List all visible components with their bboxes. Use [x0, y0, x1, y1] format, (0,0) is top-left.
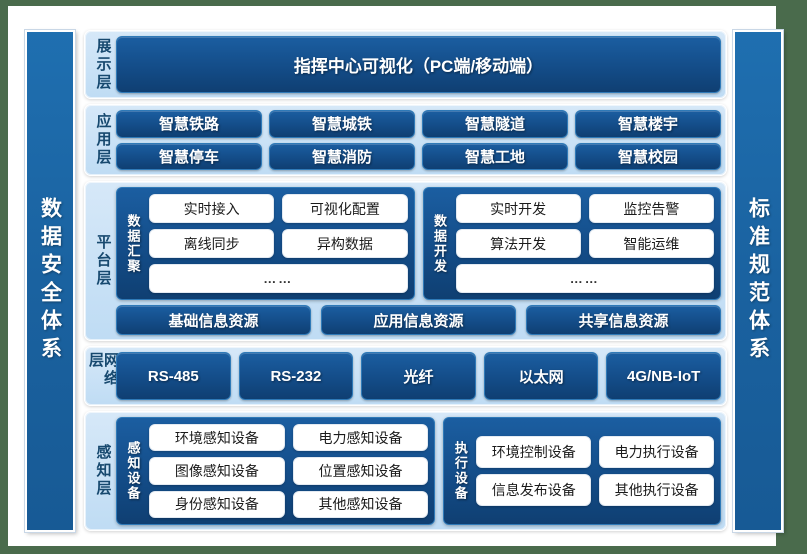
- layer-platform: 平台层 数据汇聚 实时接入 可视化配置: [84, 181, 727, 341]
- network-item-fiber[interactable]: 光纤: [361, 352, 476, 400]
- development-row-2: 算法开发 智能运维: [455, 229, 714, 258]
- development-item-monitor-alarm[interactable]: 监控告警: [588, 194, 714, 223]
- group-data-development: 数据开发 实时开发 监控告警 算法开发 智能运维: [422, 187, 721, 300]
- app-item-smart-urban-rail[interactable]: 智慧城铁: [269, 110, 415, 138]
- group-actuator-devices-title: 执行设备: [450, 424, 470, 518]
- layer-network: 网络层 RS-485 RS-232 光纤 以太网 4G/NB-IoT: [84, 346, 727, 406]
- network-item-ethernet[interactable]: 以太网: [483, 352, 599, 400]
- app-item-smart-construction-site[interactable]: 智慧工地: [422, 142, 568, 170]
- sensing-item-environment[interactable]: 环境感知设备: [149, 424, 285, 452]
- actuator-row-1: 环境控制设备 电力执行设备: [476, 436, 714, 468]
- layer-network-label-text: 网络层: [87, 352, 119, 388]
- network-item-rs232[interactable]: RS-232: [238, 352, 354, 400]
- layer-display-label-text: 展示层: [94, 37, 112, 92]
- aggregation-row-3: ……: [149, 264, 408, 293]
- group-data-aggregation-title: 数据汇聚: [123, 194, 143, 293]
- app-item-smart-tunnel[interactable]: 智慧隧道: [422, 110, 568, 138]
- sensing-item-identity[interactable]: 身份感知设备: [149, 490, 285, 518]
- layer-application: 应用层 智慧铁路 智慧城铁 智慧隧道 智慧楼宇 智慧停车 智慧消防 智慧工地 智…: [84, 104, 727, 176]
- app-item-smart-firefighting[interactable]: 智慧消防: [269, 142, 415, 170]
- sensing-groups: 感知设备 环境感知设备 电力感知设备 图像感知设备 位置感知设备: [116, 417, 721, 525]
- layer-sensing-label: 感知层: [90, 417, 116, 525]
- development-row-3: ……: [455, 264, 714, 293]
- sensing-item-position[interactable]: 位置感知设备: [292, 457, 429, 485]
- group-actuator-devices: 执行设备 环境控制设备 电力执行设备 信息发布设备 其他执行设备: [443, 417, 721, 525]
- resource-item-basic-info[interactable]: 基础信息资源: [116, 305, 311, 335]
- pillar-standard-spec: 标准规范体系: [733, 30, 783, 532]
- app-item-smart-parking[interactable]: 智慧停车: [116, 142, 262, 170]
- layer-platform-label: 平台层: [90, 187, 116, 335]
- aggregation-row-1: 实时接入 可视化配置: [149, 194, 408, 223]
- platform-resource-row: 基础信息资源 应用信息资源 共享信息资源: [116, 305, 721, 335]
- group-data-aggregation-title-text: 数据汇聚: [125, 213, 141, 274]
- layer-application-label: 应用层: [90, 110, 116, 170]
- aggregation-item-offline-sync[interactable]: 离线同步: [149, 229, 275, 258]
- group-sensing-devices-grid: 环境感知设备 电力感知设备 图像感知设备 位置感知设备 身份感知设备 其他感知设…: [149, 424, 429, 518]
- layer-network-label: 网络层: [87, 352, 119, 400]
- group-sensing-devices-title-text: 感知设备: [125, 441, 141, 501]
- network-item-rs485[interactable]: RS-485: [116, 352, 231, 400]
- aggregation-item-more[interactable]: ……: [149, 264, 408, 293]
- aggregation-item-visual-config[interactable]: 可视化配置: [282, 194, 408, 223]
- development-item-intelligent-ops[interactable]: 智能运维: [588, 229, 714, 258]
- layer-platform-label-text: 平台层: [94, 234, 112, 288]
- application-row-1: 智慧铁路 智慧城铁 智慧隧道 智慧楼宇: [116, 110, 721, 138]
- sensing-row-3: 身份感知设备 其他感知设备: [149, 490, 429, 518]
- pillar-right-label: 标准规范体系: [746, 197, 770, 365]
- group-actuator-devices-grid: 环境控制设备 电力执行设备 信息发布设备 其他执行设备: [476, 424, 714, 518]
- pillar-data-security: 数据安全体系: [25, 30, 75, 532]
- layer-application-body: 智慧铁路 智慧城铁 智慧隧道 智慧楼宇 智慧停车 智慧消防 智慧工地 智慧校园: [116, 110, 721, 170]
- aggregation-item-heterogeneous-data[interactable]: 异构数据: [282, 229, 408, 258]
- layer-sensing: 感知层 感知设备 环境感知设备 电力感知设备: [84, 411, 727, 531]
- development-item-realtime-dev[interactable]: 实时开发: [455, 194, 581, 223]
- layer-display: 展示层 指挥中心可视化（PC端/移动端）: [84, 30, 727, 99]
- sensing-item-other[interactable]: 其他感知设备: [292, 490, 429, 518]
- group-data-development-title-text: 数据开发: [432, 213, 447, 274]
- layer-platform-body: 数据汇聚 实时接入 可视化配置 离线同步 异构数据: [116, 187, 721, 335]
- resource-item-shared-info[interactable]: 共享信息资源: [526, 305, 721, 335]
- development-item-more[interactable]: ……: [455, 264, 714, 293]
- group-data-aggregation-grid: 实时接入 可视化配置 离线同步 异构数据 ……: [149, 194, 408, 293]
- platform-groups: 数据汇聚 实时接入 可视化配置 离线同步 异构数据: [116, 187, 721, 300]
- page-card: 数据安全体系 标准规范体系 展示层 指挥中心可视化（PC端/移动端） 应用层: [8, 6, 783, 546]
- pillar-left-label: 数据安全体系: [38, 197, 62, 365]
- resource-item-application-info[interactable]: 应用信息资源: [321, 305, 516, 335]
- aggregation-row-2: 离线同步 异构数据: [149, 229, 408, 258]
- group-data-aggregation: 数据汇聚 实时接入 可视化配置 离线同步 异构数据: [116, 187, 415, 300]
- actuator-row-2: 信息发布设备 其他执行设备: [476, 474, 714, 506]
- actuator-item-other-execution[interactable]: 其他执行设备: [599, 474, 714, 506]
- layer-sensing-body: 感知设备 环境感知设备 电力感知设备 图像感知设备 位置感知设备: [116, 417, 721, 525]
- group-actuator-devices-title-text: 执行设备: [452, 441, 468, 501]
- layer-stack: 展示层 指挥中心可视化（PC端/移动端） 应用层 智慧铁路 智慧城铁 智慧隧道 …: [84, 30, 727, 532]
- aggregation-item-realtime-access[interactable]: 实时接入: [149, 194, 275, 223]
- development-item-algorithm-dev[interactable]: 算法开发: [455, 229, 581, 258]
- sensing-row-1: 环境感知设备 电力感知设备: [149, 424, 429, 452]
- app-item-smart-campus[interactable]: 智慧校园: [575, 142, 721, 170]
- actuator-item-info-publish[interactable]: 信息发布设备: [476, 474, 592, 506]
- sensing-row-2: 图像感知设备 位置感知设备: [149, 457, 429, 485]
- layer-sensing-label-text: 感知层: [94, 444, 112, 498]
- group-sensing-devices-title: 感知设备: [123, 424, 143, 518]
- application-row-2: 智慧停车 智慧消防 智慧工地 智慧校园: [116, 142, 721, 170]
- sensing-item-image[interactable]: 图像感知设备: [149, 457, 285, 485]
- layer-application-label-text: 应用层: [94, 113, 112, 167]
- group-data-development-title: 数据开发: [430, 194, 450, 293]
- group-sensing-devices: 感知设备 环境感知设备 电力感知设备 图像感知设备 位置感知设备: [116, 417, 436, 525]
- sensing-item-power[interactable]: 电力感知设备: [292, 424, 429, 452]
- group-data-development-grid: 实时开发 监控告警 算法开发 智能运维 ……: [455, 194, 714, 293]
- layer-display-label: 展示层: [90, 36, 116, 93]
- development-row-1: 实时开发 监控告警: [455, 194, 714, 223]
- network-row: RS-485 RS-232 光纤 以太网 4G/NB-IoT: [116, 352, 721, 400]
- layer-display-body: 指挥中心可视化（PC端/移动端）: [116, 36, 721, 93]
- display-command-center-bar[interactable]: 指挥中心可视化（PC端/移动端）: [116, 36, 721, 93]
- actuator-item-environment-control[interactable]: 环境控制设备: [476, 436, 592, 468]
- layer-network-body: RS-485 RS-232 光纤 以太网 4G/NB-IoT: [116, 352, 721, 400]
- actuator-item-power-execution[interactable]: 电力执行设备: [599, 436, 714, 468]
- app-item-smart-railway[interactable]: 智慧铁路: [116, 110, 262, 138]
- network-item-4g-nbiot[interactable]: 4G/NB-IoT: [606, 352, 721, 400]
- app-item-smart-building[interactable]: 智慧楼宇: [575, 110, 721, 138]
